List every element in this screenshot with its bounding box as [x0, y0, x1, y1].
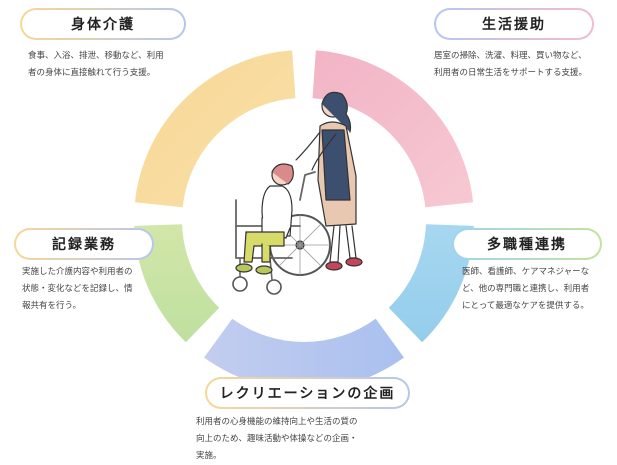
caregiver-pushing-wheelchair-illustration — [232, 91, 363, 295]
life-support-description: 居室の掃除、洗濯、料理、買い物など、 利用者の日常生活をサポートする支援。 — [434, 51, 588, 78]
recreation-description: 利用者の心身機能の維持向上や生活の質の 向上のため、趣味活動や体操などの企画・ … — [196, 417, 358, 461]
recreation-segment — [204, 318, 404, 390]
multi-discipline-segment — [388, 224, 474, 343]
life-support-title: 生活援助 — [436, 10, 592, 38]
physical-care-description: 食事、入浴、排泄、移動など、利用 者の身体に直接触れて行う支援。 — [28, 51, 164, 78]
records-title: 記録業務 — [16, 230, 152, 258]
recreation-title: レクリエーションの企画 — [207, 379, 408, 407]
records-segment — [134, 224, 220, 343]
physical-care-segment — [134, 50, 296, 208]
records-title-pill: 記録業務 — [14, 228, 154, 260]
multi-discipline-title-pill: 多職種連携 — [452, 228, 602, 260]
records-description: 実施した介護内容や利用者の 状態・変化などを記録し、情 報共有を行う。 — [22, 267, 133, 311]
life-support-segment — [312, 50, 474, 208]
physical-care-title-pill: 身体介護 — [20, 8, 186, 40]
multi-discipline-description: 医師、看護師、ケアマネジャーな ど、他の専門職と連携し、利用者 にとって最適なケ… — [462, 267, 590, 311]
recreation-title-pill: レクリエーションの企画 — [205, 377, 410, 409]
physical-care-title: 身体介護 — [22, 10, 184, 38]
ring-center-disc — [184, 100, 424, 340]
multi-discipline-title: 多職種連携 — [454, 230, 600, 258]
life-support-title-pill: 生活援助 — [434, 8, 594, 40]
